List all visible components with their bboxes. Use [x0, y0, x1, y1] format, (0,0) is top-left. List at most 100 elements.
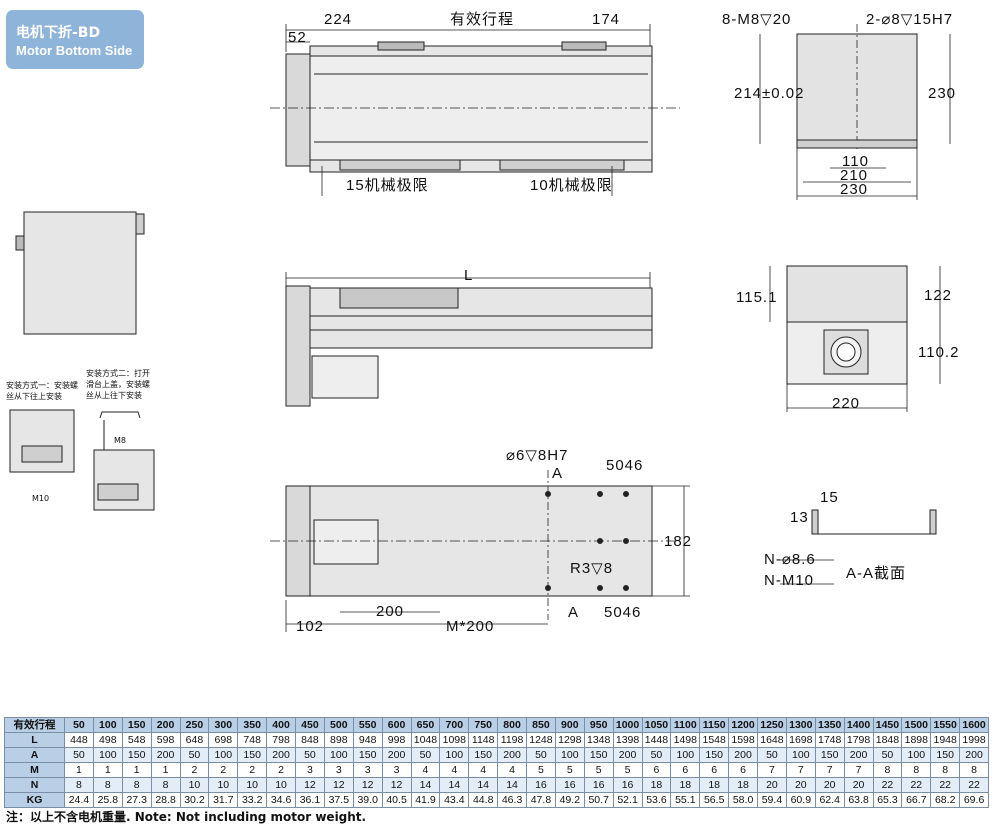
spec-cell: 22	[901, 777, 932, 793]
top-dim-174: 174	[592, 11, 621, 28]
spec-cell: 66.7	[901, 792, 932, 808]
title-en: Motor Bottom Side	[16, 43, 133, 58]
install-m10: M10	[32, 494, 50, 503]
spec-cell: 41.9	[410, 792, 441, 808]
spec-cell: 50	[64, 717, 94, 733]
spec-cell: 1748	[814, 732, 845, 748]
spec-cell: 5	[583, 762, 614, 778]
spec-cell: 850	[526, 717, 556, 733]
spec-cell: 37.5	[323, 792, 354, 808]
spec-cell: 1448	[641, 732, 672, 748]
spec-cell: 1148	[468, 732, 499, 748]
spec-cell: 22	[930, 777, 961, 793]
spec-cell: 1198	[497, 732, 527, 748]
spec-cell: 550	[352, 717, 383, 733]
spec-cell: 30.2	[179, 792, 210, 808]
spec-cell: 200	[843, 747, 874, 763]
spec-cell: 18	[699, 777, 730, 793]
install-method-2: 安装方式二：打开滑台上盖，安装螺丝从上往下安装	[86, 369, 150, 400]
spec-cell: 600	[381, 717, 412, 733]
spec-cell: 50	[179, 747, 210, 763]
motor-dim-220: 220	[832, 395, 861, 412]
top-dim-52: 52	[288, 29, 307, 46]
spec-cell: 43.4	[439, 792, 470, 808]
spec-cell: 60.9	[785, 792, 816, 808]
spec-cell: 200	[150, 747, 181, 763]
spec-cell: 16	[583, 777, 614, 793]
spec-cell: 10	[266, 777, 296, 793]
spec-cell: 200	[959, 747, 989, 763]
pin-hole-label: ⌀6▽8H7	[506, 447, 569, 464]
spec-cell: 39.0	[352, 792, 383, 808]
spec-cell: 5	[612, 762, 643, 778]
spec-cell: 36.1	[295, 792, 325, 808]
spec-cell: 200	[497, 747, 527, 763]
spec-cell: 1398	[612, 732, 643, 748]
spec-cell: 3	[323, 762, 354, 778]
side-view	[285, 272, 653, 407]
spec-cell: 948	[352, 732, 383, 748]
install-method-1: 安装方式一：安装螺丝从下往上安装	[6, 381, 78, 401]
spec-cell: 7	[757, 762, 787, 778]
spec-cell: 448	[64, 732, 94, 748]
end-dim-210: 210	[840, 167, 869, 184]
spec-cell: 900	[554, 717, 585, 733]
end-dim-214: 214±0.02	[734, 85, 805, 102]
spec-cell: 18	[641, 777, 672, 793]
spec-cell: 16	[554, 777, 585, 793]
spec-cell: 1150	[699, 717, 730, 733]
spec-cell: 4	[439, 762, 470, 778]
bottom-dim-m: M*200	[446, 618, 495, 635]
section-dim-15: 15	[820, 489, 839, 506]
spec-cell: 1948	[930, 732, 961, 748]
spec-cell: 46.3	[497, 792, 527, 808]
spec-cell: 698	[208, 732, 239, 748]
spec-cell: 47.8	[526, 792, 556, 808]
spec-cell: 10	[179, 777, 210, 793]
spec-cell: 12	[352, 777, 383, 793]
section-n-hole: N-⌀8.6	[764, 551, 816, 568]
spec-cell: 4	[497, 762, 527, 778]
spec-cell: 1898	[901, 732, 932, 748]
r3-label: R3▽8	[570, 560, 614, 577]
spec-cell: 1298	[554, 732, 585, 748]
spec-cell: 7	[843, 762, 874, 778]
section-view	[780, 509, 937, 585]
spec-cell: 8	[930, 762, 961, 778]
spec-cell: 150	[121, 717, 152, 733]
top-view	[270, 24, 680, 196]
spec-cell: 8	[150, 777, 181, 793]
spec-cell: 1550	[930, 717, 961, 733]
section-mark-a-top: A	[552, 465, 564, 482]
spec-cell: 55.1	[670, 792, 701, 808]
spec-cell: 598	[150, 732, 181, 748]
spec-cell: 31.7	[208, 792, 239, 808]
spec-cell: 748	[237, 732, 268, 748]
spec-cell: 33.2	[237, 792, 268, 808]
spec-cell: 12	[323, 777, 354, 793]
spec-cell: 3	[295, 762, 325, 778]
spec-cell: 1350	[814, 717, 845, 733]
spec-cell: 1500	[901, 717, 932, 733]
spec-cell: 750	[468, 717, 499, 733]
spec-row-label: 有效行程	[4, 717, 65, 733]
spec-cell: 2	[179, 762, 210, 778]
spec-cell: 400	[266, 717, 296, 733]
spec-cell: 100	[439, 747, 470, 763]
spec-cell: 1	[121, 762, 152, 778]
spec-row-label: KG	[4, 792, 65, 808]
spec-cell: 25.8	[92, 792, 123, 808]
spec-cell: 6	[728, 762, 758, 778]
end-view	[759, 24, 951, 200]
section-mark-a-bottom: A	[568, 604, 580, 621]
spec-cell: 1000	[612, 717, 643, 733]
spec-cell: 950	[583, 717, 614, 733]
bottom-dim-102: 102	[296, 618, 325, 635]
spec-cell: 200	[266, 747, 296, 763]
bottom-dim-5046-bottom: 5046	[604, 604, 642, 621]
spec-cell: 498	[92, 732, 123, 748]
spec-cell: 100	[670, 747, 701, 763]
section-dim-13: 13	[790, 509, 809, 526]
